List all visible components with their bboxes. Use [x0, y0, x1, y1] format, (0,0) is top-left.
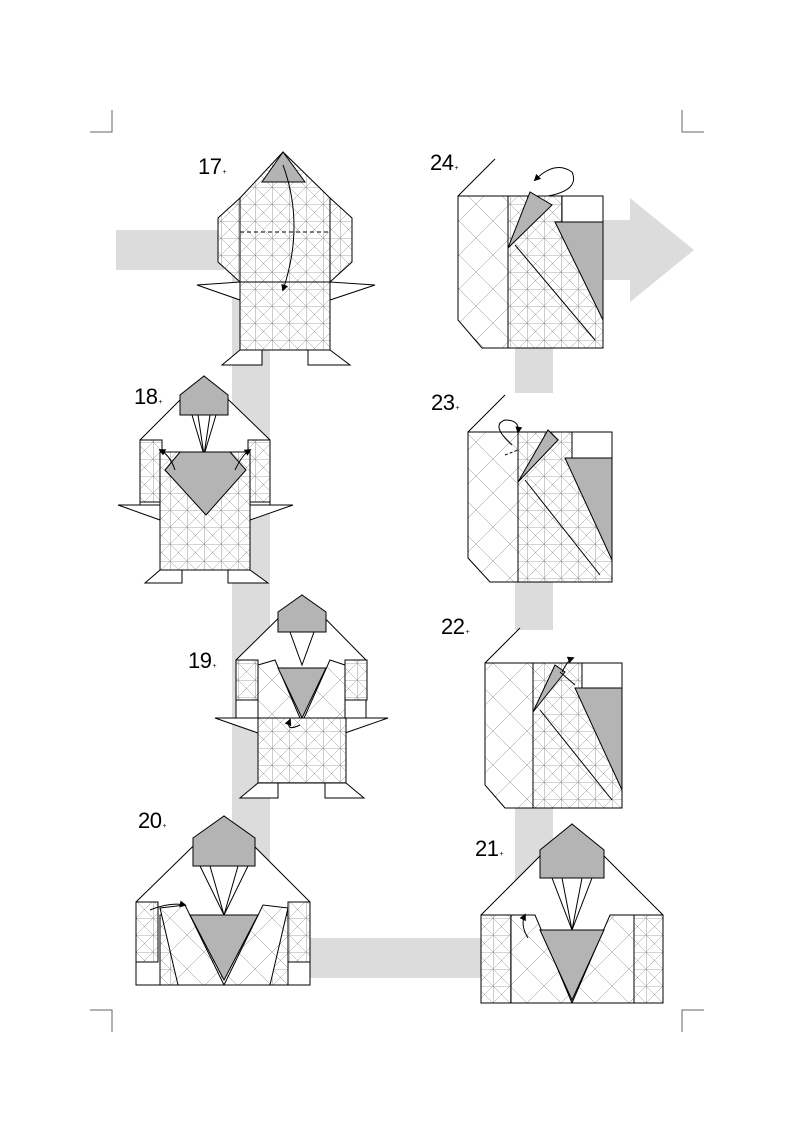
step-mark: + [212, 663, 217, 670]
step-number: 23 [431, 390, 455, 415]
step-mark: + [499, 851, 504, 858]
step-number: 24 [430, 150, 454, 175]
step-18-figure [117, 375, 294, 584]
step-22-label: 22+ [441, 614, 470, 640]
step-23-label: 23+ [431, 390, 460, 416]
step-23-figure [467, 394, 613, 583]
flow-band [116, 198, 694, 978]
step-21-figure [480, 823, 664, 1004]
step-19-figure [214, 594, 389, 799]
step-20-label: 20+ [138, 808, 167, 834]
step-mark: + [455, 405, 460, 412]
step-number: 19 [188, 648, 212, 673]
step-mark: + [222, 169, 227, 176]
step-mark: + [454, 165, 459, 172]
step-20-figure [135, 815, 311, 986]
step-18-label: 18+ [134, 384, 163, 410]
step-19-label: 19+ [188, 648, 217, 674]
step-number: 20 [138, 808, 162, 833]
step-number: 17 [198, 154, 222, 179]
step-number: 21 [475, 836, 499, 861]
step-22-figure [484, 627, 623, 809]
step-mark: + [158, 399, 163, 406]
step-17-label: 17+ [198, 154, 227, 180]
step-17-figure [196, 151, 376, 366]
step-24-label: 24+ [430, 150, 459, 176]
step-21-label: 21+ [475, 836, 504, 862]
step-mark: + [465, 629, 470, 636]
step-24-figure [457, 158, 604, 349]
step-number: 18 [134, 384, 158, 409]
step-number: 22 [441, 614, 465, 639]
crop-marks [90, 110, 704, 1032]
step-mark: + [162, 823, 167, 830]
